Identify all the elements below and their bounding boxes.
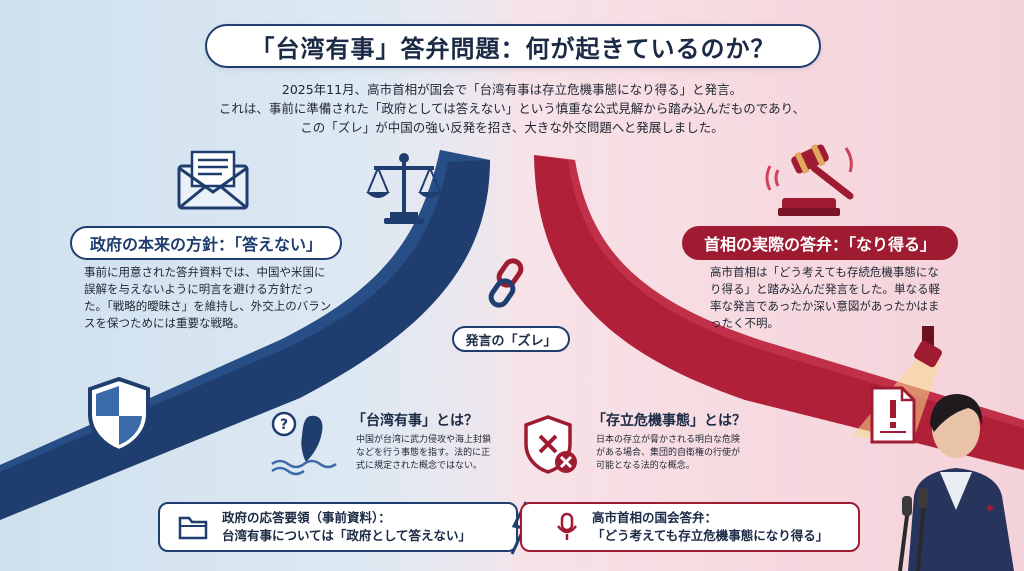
broken-link-icon (488, 258, 524, 308)
shield-icon (88, 376, 150, 454)
warning-document-icon (870, 386, 916, 444)
sonritsu-definition-text: 日本の存立が脅かされる明白な危険がある場合、集団的自衛権の行使が可能となる法的な… (596, 435, 741, 471)
government-guideline-line1: 政府の応答要領（事前資料）： (222, 510, 391, 525)
government-guideline-line2: 台湾有事については「政府として答えない」 (222, 528, 472, 543)
folder-icon (178, 516, 208, 540)
taiwan-definition-title: 「台湾有事」とは？ (352, 413, 478, 429)
zure-label: 発言の「ズレ」 (452, 326, 570, 352)
pm-answer-box: 高市首相の国会答弁： 「どう考えても存立危機事態になり得る」 (520, 502, 860, 552)
page-title: 「台湾有事」答弁問題：何が起きているのか？ (205, 24, 821, 68)
warning-shield-icon (524, 415, 577, 474)
microphone-icon (557, 512, 577, 540)
left-paragraph: 事前に用意された答弁資料では、中国や米国に誤解を与えないように明言を避ける方針だ… (84, 265, 332, 330)
envelope-icon (177, 150, 249, 210)
taiwan-question-icon: ? (271, 411, 337, 476)
speaker-photo (878, 384, 1024, 571)
right-paragraph: 高市首相は「どう考えても存続危機事態になり得る」と踏み込んだ発言をした。単なる軽… (710, 265, 940, 330)
sonritsu-definition-title: 「存立危機事態」とは？ (592, 413, 746, 429)
taiwan-definition-text: 中国が台湾に武力侵攻や海上封鎖などを行う事態を指す。法的に正式に規定された概念で… (356, 435, 492, 471)
pm-answer-line2: 「どう考えても存立危機事態になり得る」 (592, 528, 829, 543)
gavel-icon (765, 143, 854, 216)
pm-answer-line1: 高市首相の国会答弁： (592, 510, 718, 525)
scales-icon (366, 153, 442, 224)
government-guideline-box: 政府の応答要領（事前資料）： 台湾有事については「政府として答えない」 (158, 502, 518, 552)
left-heading: 政府の本来の方針：「答えない」 (70, 226, 342, 260)
svg-text:?: ? (280, 417, 288, 433)
right-heading: 首相の実際の答弁：「なり得る」 (682, 226, 958, 260)
intro-text: 2025年11月、高市首相が国会で「台湾有事は存立危機事態になり得る」と発言。 … (218, 82, 806, 135)
